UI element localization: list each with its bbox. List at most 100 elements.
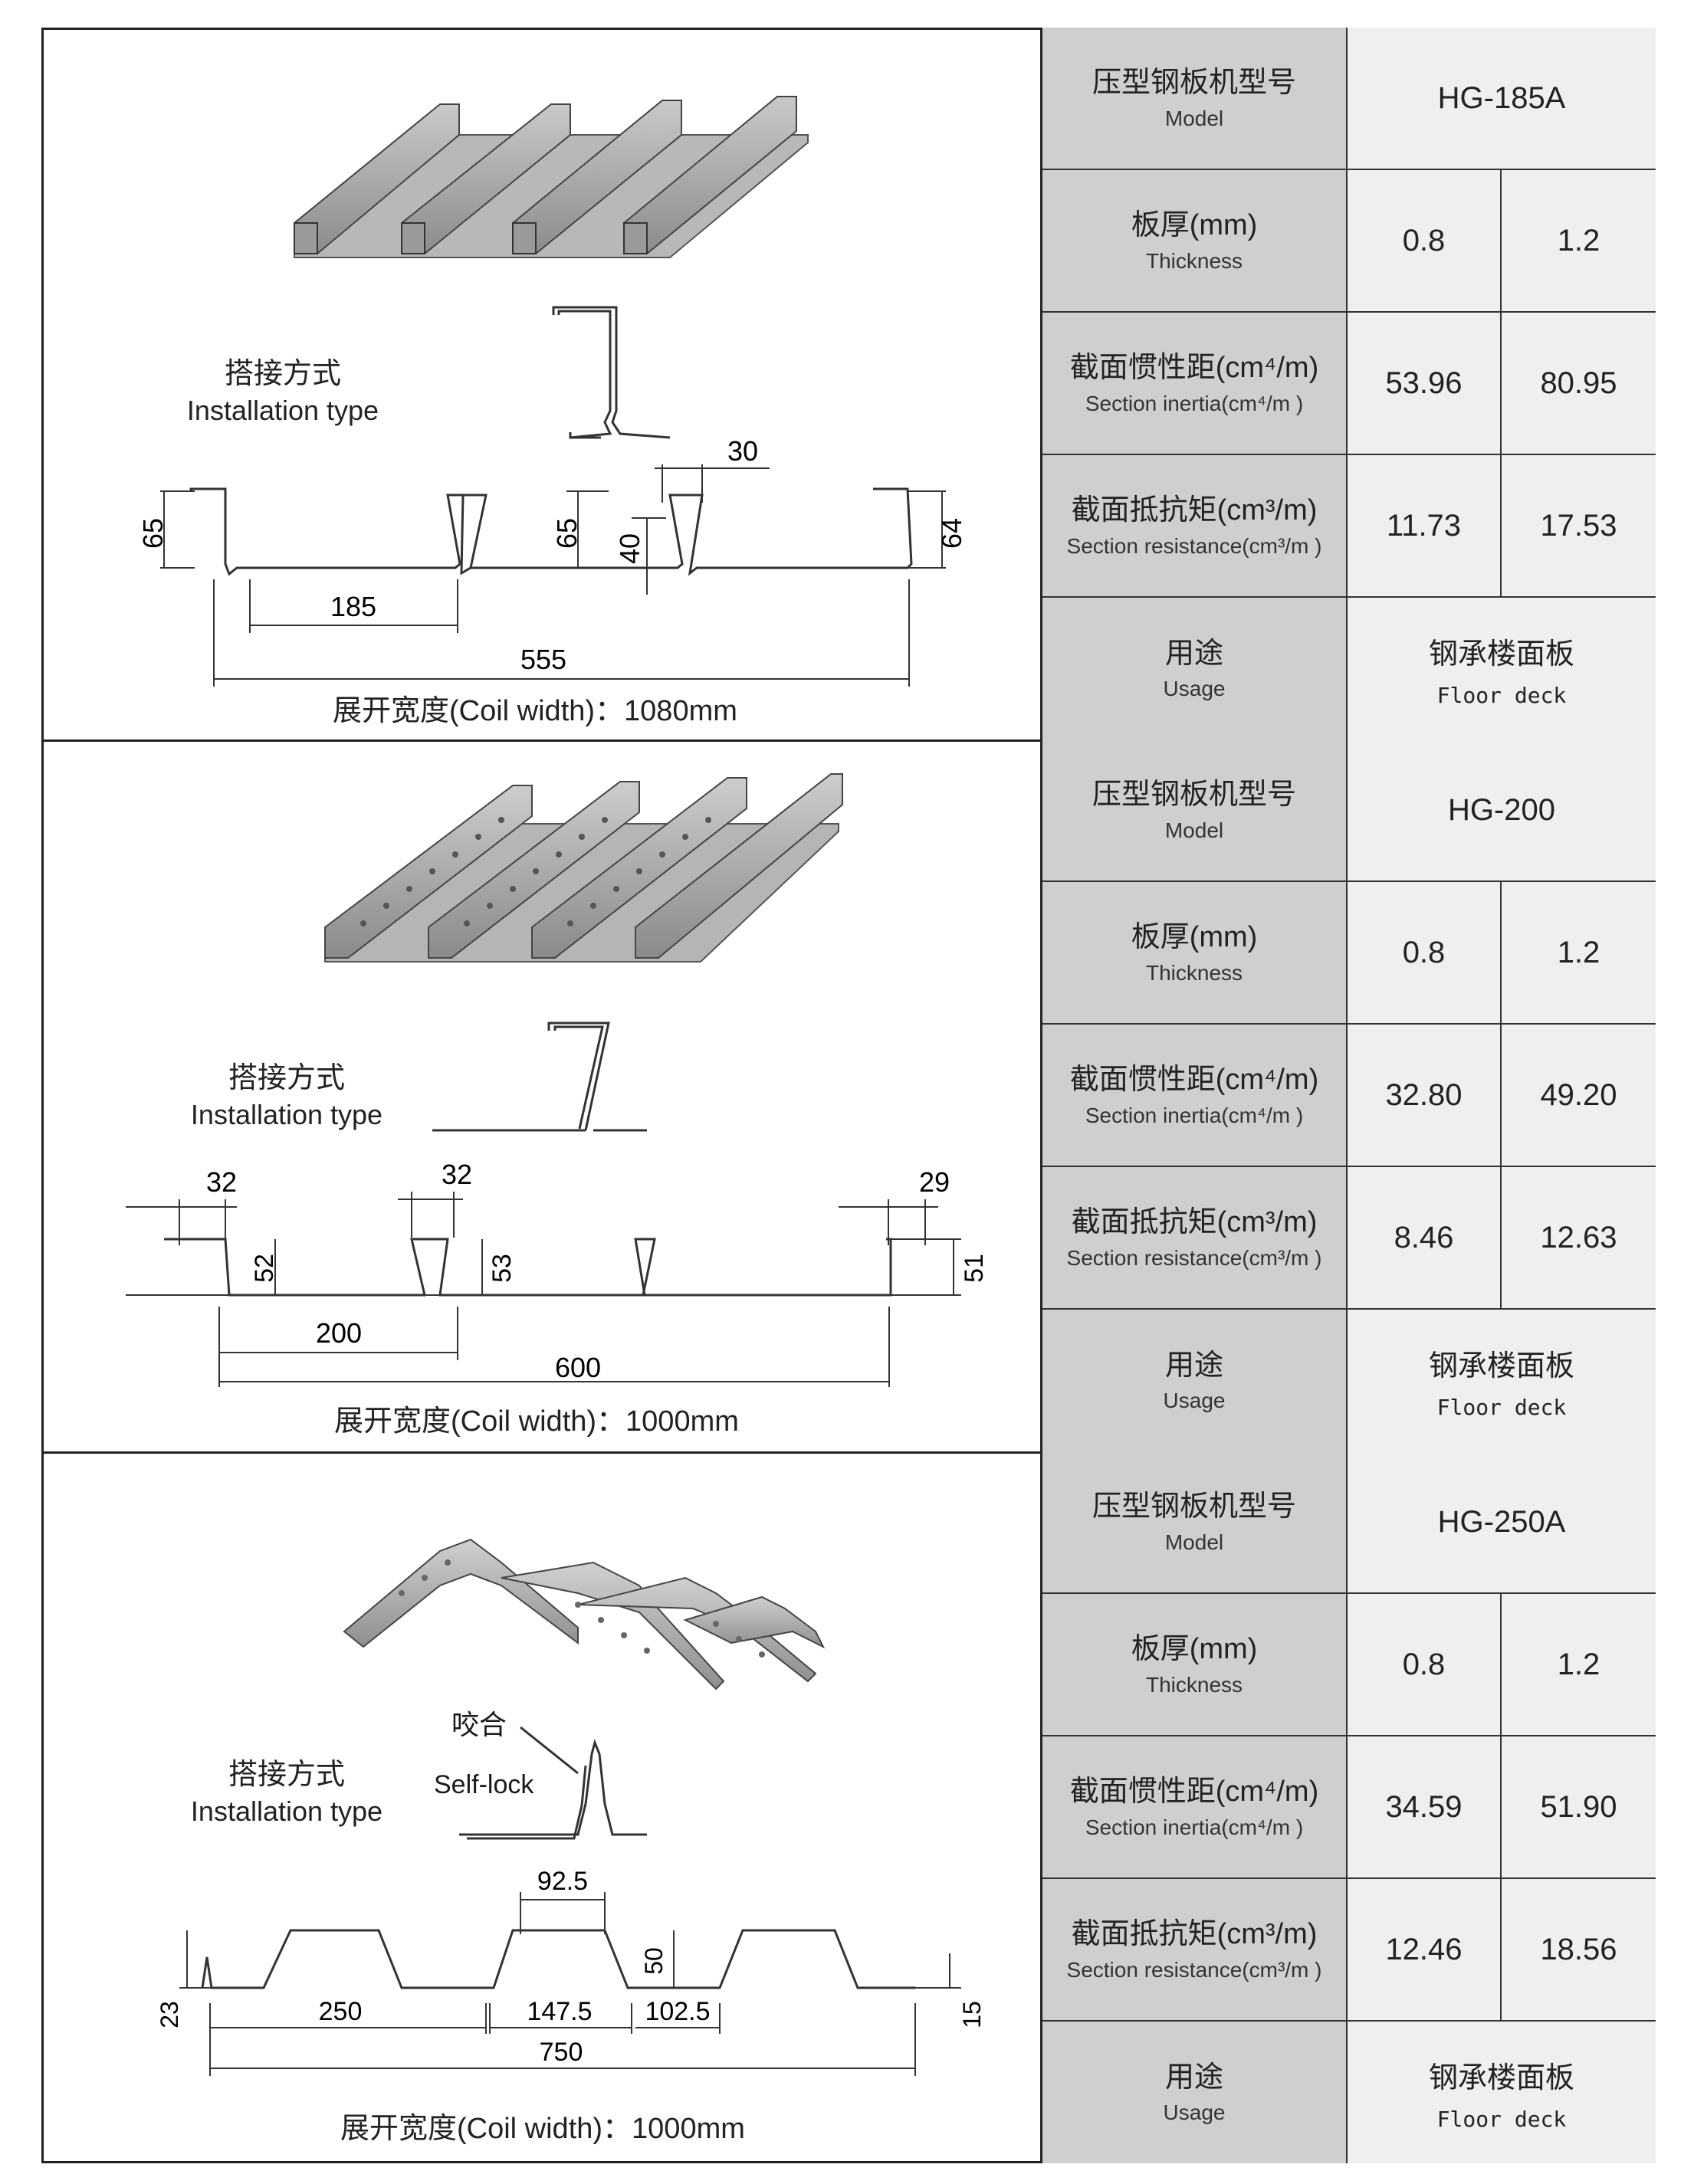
inertia-label-en: Section inertia(cm⁴/m ) [1085, 1815, 1304, 1839]
thickness-label-en: Thickness [1145, 960, 1243, 985]
model-value: HG-250A [1348, 1451, 1656, 1592]
installation-type-cn: 搭接方式 [224, 358, 341, 390]
thickness-value-2: 1.2 [1502, 882, 1656, 1023]
installation-type-cn: 搭接方式 [228, 1759, 345, 1791]
resistance-value-1: 8.46 [1348, 1167, 1502, 1308]
usage-value-en: Floor deck [1436, 682, 1567, 708]
inertia-value-2: 80.95 [1502, 313, 1656, 454]
model-label-en: Model [1164, 106, 1224, 130]
thickness-label-cn: 板厚(mm) [1131, 1633, 1258, 1666]
dim-label: 30 [727, 435, 758, 467]
coil-width-text: 展开宽度(Coil width)：1080mm [333, 695, 737, 727]
dim-label: 147.5 [527, 1997, 592, 2026]
usage-label-cn: 用途 [1164, 1349, 1223, 1382]
product-section-hg-250a: 搭接方式 Installation type 咬合 Self-lock [41, 1451, 1656, 2163]
usage-label-en: Usage [1163, 677, 1226, 701]
resistance-label-en: Section resistance(cm³/m ) [1066, 1957, 1322, 1982]
resistance-label-cn: 截面抵抗矩(cm³/m) [1071, 1206, 1318, 1239]
drawing-panel: 搭接方式 Installation type [41, 28, 1042, 739]
installation-type-label: 搭接方式 Installation type [137, 1054, 436, 1131]
inertia-label-cn: 截面惯性距(cm⁴/m) [1069, 1064, 1319, 1097]
dim-label: 51 [960, 1254, 989, 1283]
dim-label: 53 [488, 1254, 517, 1283]
inertia-value-1: 34.59 [1348, 1736, 1502, 1877]
section-divider [41, 739, 1656, 742]
usage-label-en: Usage [1163, 2100, 1226, 2125]
model-label-en: Model [1164, 818, 1224, 842]
dim-label: 65 [551, 518, 583, 549]
inertia-value-2: 51.90 [1502, 1736, 1656, 1877]
drawing-panel: 搭接方式 Installation type 咬合 Self-lock [41, 1451, 1042, 2163]
usage-value-cn: 钢承楼面板 [1428, 1349, 1574, 1382]
resistance-value-1: 11.73 [1348, 455, 1502, 596]
thickness-value-1: 0.8 [1348, 170, 1502, 311]
resistance-value-2: 12.63 [1502, 1167, 1656, 1308]
model-value: HG-185A [1348, 28, 1656, 169]
thickness-row: 板厚(mm)Thickness 0.8 1.2 [1042, 1594, 1656, 1736]
section-divider [41, 1451, 1656, 1454]
thickness-row: 板厚(mm)Thickness 0.8 1.2 [1042, 170, 1656, 313]
resistance-value-2: 18.56 [1502, 1879, 1656, 2020]
dim-label: 52 [250, 1254, 279, 1283]
inertia-value-1: 32.80 [1348, 1025, 1502, 1166]
dim-label: 555 [520, 644, 566, 675]
coil-width-text: 展开宽度(Coil width)：1000mm [340, 2113, 745, 2145]
deck-3d-render-image [324, 773, 843, 962]
dim-label: 750 [540, 2038, 583, 2067]
profile-dimension-drawing: 65 65 40 64 30 185 555 [137, 435, 967, 687]
resistance-row: 截面抵抗矩(cm³/m)Section resistance(cm³/m ) 8… [1042, 1167, 1656, 1310]
inertia-label-cn: 截面惯性距(cm⁴/m) [1069, 1776, 1319, 1809]
dim-label: 64 [936, 518, 967, 549]
inertia-row: 截面惯性距(cm⁴/m)Section inertia(cm⁴/m ) 53.9… [1042, 313, 1656, 455]
self-lock-label-cn: 咬合 [451, 1709, 507, 1740]
coil-width-text: 展开宽度(Coil width)：1000mm [334, 1405, 739, 1438]
inertia-value-1: 53.96 [1348, 313, 1502, 454]
inertia-value-2: 49.20 [1502, 1025, 1656, 1166]
profile-dimension-drawing: 92.5 50 23 250 147.5 102.5 15 750 [156, 1867, 986, 2076]
drawing-panel: 搭接方式 Installation type [41, 739, 1042, 1451]
dim-label: 50 [640, 1947, 668, 1975]
thickness-value-1: 0.8 [1348, 882, 1502, 1023]
installation-type-label: 搭接方式 Installation type [133, 349, 432, 427]
model-label-cn: 压型钢板机型号 [1092, 779, 1296, 812]
usage-value-cn: 钢承楼面板 [1428, 638, 1574, 671]
deck-3d-render-image [294, 96, 809, 258]
resistance-value-2: 17.53 [1502, 455, 1656, 596]
model-row: 压型钢板机型号 Model HG-185A [1042, 28, 1656, 170]
installation-type-en: Installation type [190, 1795, 383, 1827]
resistance-label-en: Section resistance(cm³/m ) [1066, 533, 1322, 558]
resistance-label-cn: 截面抵抗矩(cm³/m) [1071, 494, 1318, 527]
thickness-label-cn: 板厚(mm) [1131, 209, 1258, 242]
thickness-value-2: 1.2 [1502, 1594, 1656, 1735]
inertia-label-en: Section inertia(cm⁴/m ) [1085, 391, 1304, 415]
product-section-hg-185a: 搭接方式 Installation type [41, 28, 1656, 739]
inertia-label-en: Section inertia(cm⁴/m ) [1085, 1103, 1304, 1127]
installation-type-label: 搭接方式 Installation type [137, 1750, 436, 1828]
dim-label: 32 [442, 1159, 472, 1190]
spec-table: 压型钢板机型号 Model HG-185A 板厚(mm)Thickness 0.8… [1042, 28, 1656, 739]
thickness-value-1: 0.8 [1348, 1594, 1502, 1735]
model-label-cn: 压型钢板机型号 [1092, 67, 1296, 100]
installation-type-en: Installation type [190, 1099, 383, 1130]
thickness-row: 板厚(mm) Thickness 0.8 1.2 [1042, 882, 1656, 1025]
dim-label: 102.5 [645, 1997, 710, 2026]
installation-type-en: Installation type [186, 395, 379, 426]
model-label-cn: 压型钢板机型号 [1092, 1490, 1296, 1523]
dim-label: 200 [316, 1317, 362, 1349]
dim-label: 32 [206, 1166, 237, 1198]
dim-label: 185 [330, 591, 376, 622]
resistance-row: 截面抵抗矩(cm³/m)Section resistance(cm³/m ) 1… [1042, 1879, 1656, 2022]
dim-label: 29 [919, 1166, 950, 1198]
thickness-label-cn: 板厚(mm) [1131, 921, 1258, 954]
usage-value-cn: 钢承楼面板 [1428, 2061, 1574, 2094]
resistance-value-1: 12.46 [1348, 1879, 1502, 2020]
dim-label: 15 [958, 2001, 986, 2028]
dim-label: 65 [137, 518, 169, 549]
